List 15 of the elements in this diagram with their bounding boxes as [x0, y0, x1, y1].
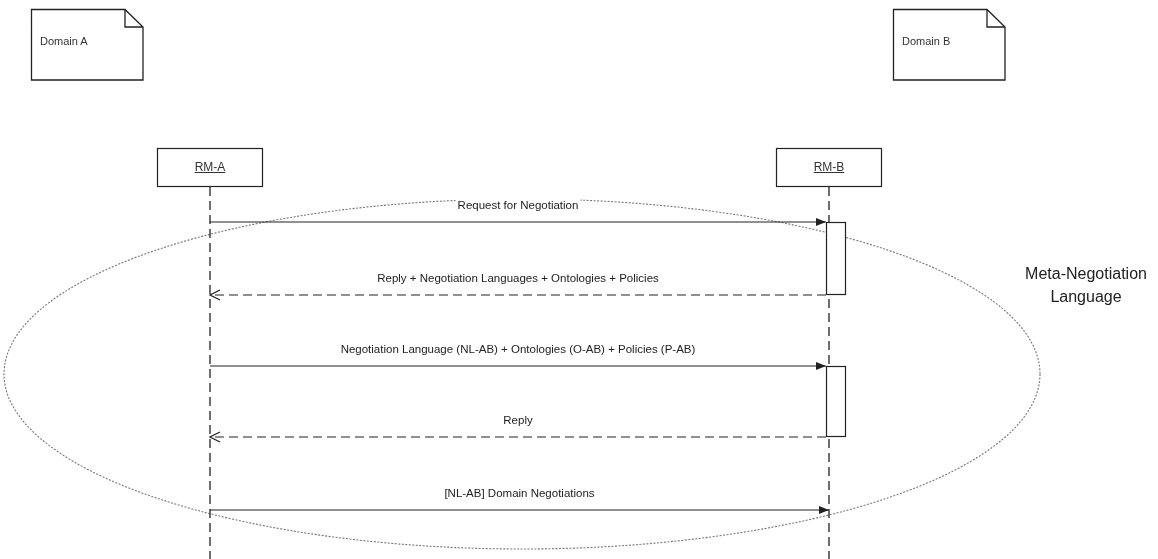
message-arrow	[209, 506, 830, 514]
message-label: Reply	[501, 413, 535, 427]
ellipse-label: Meta-Negotiation Language	[1024, 264, 1148, 307]
note-label: Domain B	[902, 35, 951, 47]
message-label: [NL-AB] Domain Negotiations	[442, 486, 597, 500]
return-arrow	[209, 289, 827, 301]
message-arrow	[209, 218, 827, 226]
lifeline-name: RM-B	[812, 159, 846, 174]
message-label: Negotiation Language (NL-AB) + Ontologies (O-AB) + Policies (P-AB)	[338, 342, 698, 356]
message-label: Reply + Negotiation Languages + Ontologies + Policies	[375, 271, 661, 285]
message-arrow	[209, 362, 827, 370]
note-label: Domain A	[40, 35, 88, 47]
message-label: Request for Negotiation	[455, 198, 581, 212]
return-arrow	[209, 431, 827, 443]
lifeline-name: RM-A	[193, 159, 227, 174]
